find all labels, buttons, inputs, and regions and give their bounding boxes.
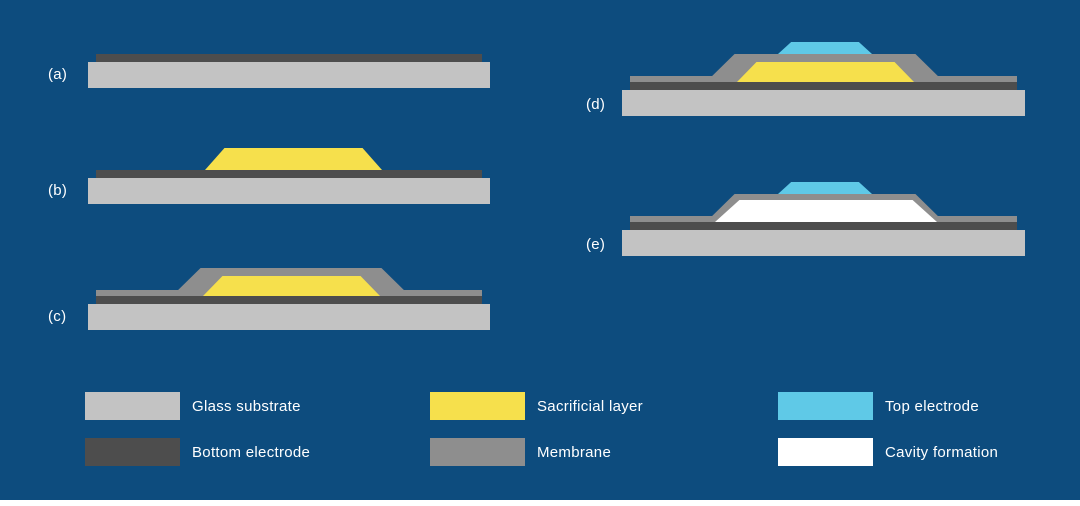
legend-label: Top electrode: [885, 398, 979, 415]
sacrificial-layer: [205, 148, 382, 170]
bottom-electrode-layer: [630, 82, 1017, 90]
sacrificial-layer-swatch: [430, 392, 525, 420]
panel-c: (c): [48, 260, 498, 336]
membrane-swatch: [430, 438, 525, 466]
bottom-strip: [0, 500, 1080, 506]
sacrificial-layer: [203, 276, 380, 296]
legend: Glass substrate Bottom electrode Sacrifi…: [85, 392, 1065, 472]
legend-label: Glass substrate: [192, 398, 301, 415]
bottom-electrode-swatch: [85, 438, 180, 466]
glass-substrate-layer: [622, 230, 1025, 256]
legend-label: Membrane: [537, 444, 612, 461]
legend-label: Cavity formation: [885, 444, 999, 461]
panel-a: (a): [48, 42, 498, 102]
panel-a-label: (a): [48, 66, 68, 83]
glass-substrate-swatch: [85, 392, 180, 420]
top-electrode-swatch: [778, 392, 873, 420]
bottom-electrode-layer: [96, 296, 482, 304]
bottom-electrode-layer: [96, 170, 482, 178]
panel-b: (b): [48, 140, 498, 210]
cavity-layer: [715, 200, 937, 222]
top-electrode-layer: [778, 42, 872, 54]
panel-e: (e): [586, 178, 1036, 260]
panel-e-label: (e): [586, 236, 606, 253]
cavity-formation-swatch: [778, 438, 873, 466]
panel-d-label: (d): [586, 96, 606, 113]
bottom-electrode-layer: [96, 54, 482, 62]
panel-b-label: (b): [48, 182, 68, 199]
glass-substrate-layer: [88, 304, 490, 330]
glass-substrate-layer: [88, 62, 490, 88]
sacrificial-layer: [737, 62, 914, 82]
panel-c-label: (c): [48, 308, 67, 325]
top-electrode-layer: [778, 182, 872, 194]
legend-label: Bottom electrode: [192, 444, 311, 461]
panel-d: (d): [586, 38, 1036, 120]
glass-substrate-layer: [622, 90, 1025, 116]
glass-substrate-layer: [88, 178, 490, 204]
bottom-electrode-layer: [630, 222, 1017, 230]
legend-label: Sacrificial layer: [537, 398, 643, 415]
